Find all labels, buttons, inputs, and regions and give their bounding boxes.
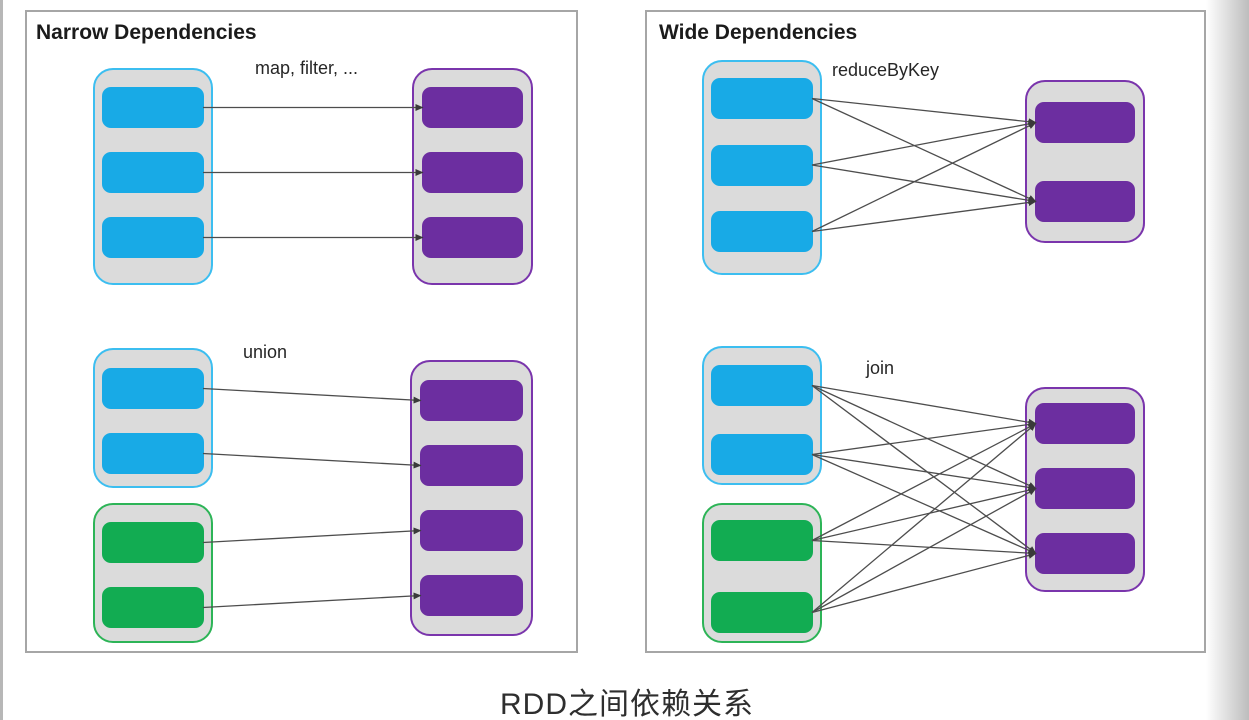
partition-block [102, 433, 204, 474]
page-left-edge-shade [0, 0, 3, 720]
partition-block [102, 368, 204, 409]
partition-block [102, 152, 204, 193]
partition-block [422, 217, 523, 258]
partition-block [102, 522, 204, 563]
page-right-edge-shade [1206, 0, 1249, 720]
partition-block [1035, 403, 1135, 444]
figure-caption: RDD之间依赖关系 [500, 688, 754, 720]
partition-block [711, 520, 813, 561]
partition-block [420, 575, 523, 616]
rdd-container-source [702, 346, 822, 485]
rdd-container-source [93, 68, 213, 285]
partition-block [711, 144, 813, 186]
partition-block [422, 87, 523, 128]
reducebykey-label: reduceByKey [832, 60, 940, 80]
partition-block [102, 587, 204, 628]
wide-panel-title: Wide Dependencies [659, 21, 858, 44]
partition-block [420, 445, 523, 486]
rdd-container-result [1025, 387, 1145, 592]
partition-block [711, 434, 813, 475]
narrow-panel-title: Narrow Dependencies [36, 21, 257, 44]
rdd-container-result [412, 68, 533, 285]
map-filter-label: map, filter, ... [255, 58, 359, 78]
rdd-container-source [93, 348, 213, 488]
partition-block [422, 152, 523, 193]
partition-block [1035, 181, 1135, 222]
join-label: join [866, 358, 895, 378]
partition-block [711, 592, 813, 633]
partition-block [102, 217, 204, 258]
partition-block [711, 78, 813, 119]
rdd-container-result [410, 360, 533, 636]
partition-block [711, 365, 813, 406]
union-label: union [243, 342, 288, 362]
rdd-container-source [93, 503, 213, 643]
partition-block [711, 211, 813, 252]
partition-block [420, 380, 523, 421]
partition-block [1035, 468, 1135, 509]
partition-block [1035, 102, 1135, 143]
rdd-container-result [1025, 80, 1145, 243]
rdd-container-source [702, 503, 822, 643]
rdd-container-source [702, 60, 822, 275]
partition-block [102, 87, 204, 128]
partition-block [1035, 533, 1135, 574]
partition-block [420, 510, 523, 551]
